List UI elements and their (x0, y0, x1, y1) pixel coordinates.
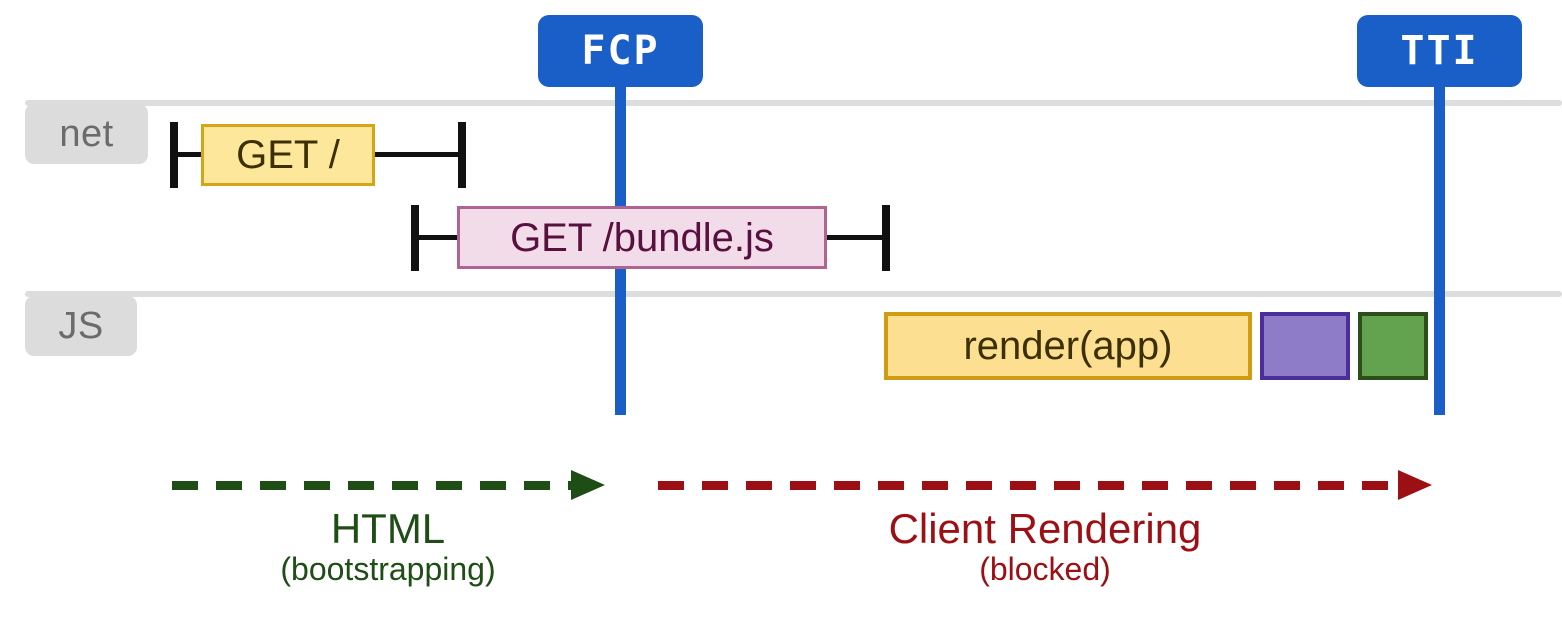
get-bundle-whisker-stem-right (822, 235, 890, 240)
get-root-whisker-right-cap (458, 122, 466, 188)
phase-caption-html-subtitle: (bootstrapping) (280, 551, 496, 588)
js-lane-rule (25, 291, 1562, 297)
phase-arrow-client-rendering (658, 470, 1432, 500)
js-bar-render-app-label: render(app) (963, 324, 1173, 368)
phase-arrow-html-head (571, 470, 605, 500)
js-bar-render-app[interactable]: render(app) (884, 312, 1252, 380)
phase-caption-client-rendering-subtitle: (blocked) (979, 551, 1111, 588)
phase-caption-html-title: HTML (330, 505, 446, 552)
get-bundle-whisker-right-cap (882, 205, 890, 271)
get-bundle-whisker-stem-left (411, 235, 461, 240)
lane-chip-net: net (25, 104, 148, 164)
phase-caption-client-rendering-title: Client Rendering (888, 505, 1202, 552)
phase-arrow-html-dashes (172, 481, 571, 490)
tti-marker-line (1434, 84, 1445, 415)
js-bar-task-green[interactable] (1358, 312, 1428, 380)
get-root-whisker-stem-left (170, 152, 208, 157)
tti-marker-label: TTI (1400, 28, 1479, 74)
net-bar-get-root-label: GET / (236, 133, 340, 177)
net-lane-rule (25, 100, 1562, 106)
phase-arrow-client-rendering-head (1398, 470, 1432, 500)
lane-chip-net-label: net (59, 113, 114, 155)
net-bar-get-bundle-overlay[interactable]: GET /bundle.js (457, 206, 827, 269)
phase-caption-client-rendering: Client Rendering (blocked) (835, 505, 1255, 588)
net-bar-get-root[interactable]: GET / (201, 124, 375, 186)
lane-chip-js: JS (25, 296, 137, 356)
fcp-marker-badge[interactable]: FCP (538, 15, 703, 87)
phase-caption-html: HTML (bootstrapping) (178, 505, 598, 588)
lane-chip-js-label: JS (58, 305, 104, 347)
get-root-whisker-stem-right (370, 152, 466, 157)
fcp-marker-label: FCP (581, 28, 660, 74)
tti-marker-badge[interactable]: TTI (1357, 15, 1522, 87)
net-bar-get-bundle-overlay-label: GET /bundle.js (510, 215, 774, 260)
phase-arrow-html (172, 470, 605, 500)
js-bar-task-purple[interactable] (1260, 312, 1350, 380)
phase-arrow-client-rendering-dashes (658, 481, 1398, 490)
